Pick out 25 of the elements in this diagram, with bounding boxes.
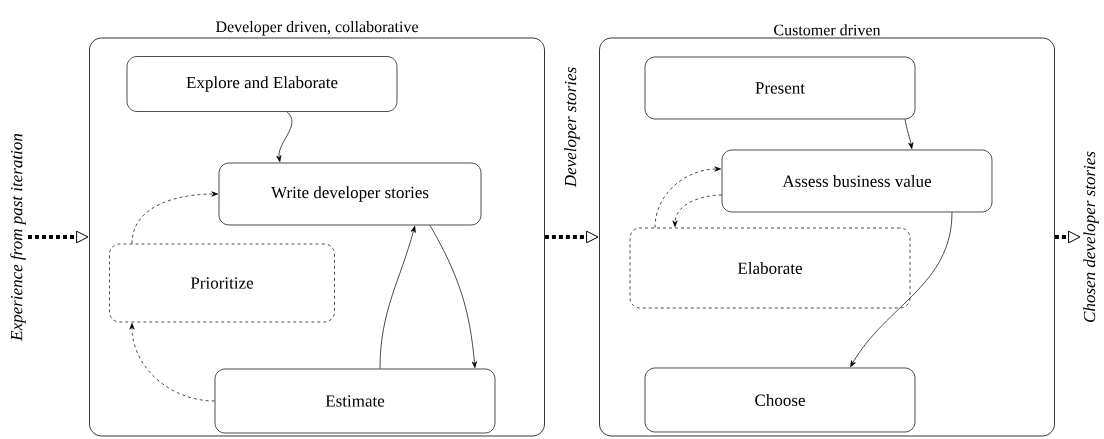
process-box: Present: [644, 56, 916, 120]
panel-title: Customer driven: [774, 24, 881, 36]
arrow: [544, 230, 599, 244]
arrow: [904, 119, 914, 149]
process-box: Explore and Elaborate: [126, 56, 398, 112]
arrow: [1054, 230, 1081, 244]
arrow: [379, 225, 416, 369]
arrow: [28, 230, 89, 244]
arrow: [850, 212, 953, 368]
arrow: [672, 194, 722, 227]
arrow: [129, 323, 215, 402]
process-box: Choose: [644, 367, 916, 433]
arrow: [276, 111, 293, 162]
process-box: Assess business value: [721, 149, 993, 213]
arrow: [429, 225, 477, 368]
panel-title: Developer driven, collaborative: [215, 20, 418, 36]
dashed-process-box: Prioritize: [109, 243, 335, 323]
arrow: [654, 166, 721, 228]
side-label: Chosen developer stories: [1083, 151, 1099, 322]
side-label: Experience from past iteration: [10, 133, 26, 341]
arrow: [131, 191, 218, 244]
process-box: Write developer stories: [218, 162, 482, 226]
edge-label: Developer stories: [562, 64, 582, 190]
process-box: Estimate: [214, 368, 496, 434]
dashed-process-box: Elaborate: [629, 227, 911, 309]
